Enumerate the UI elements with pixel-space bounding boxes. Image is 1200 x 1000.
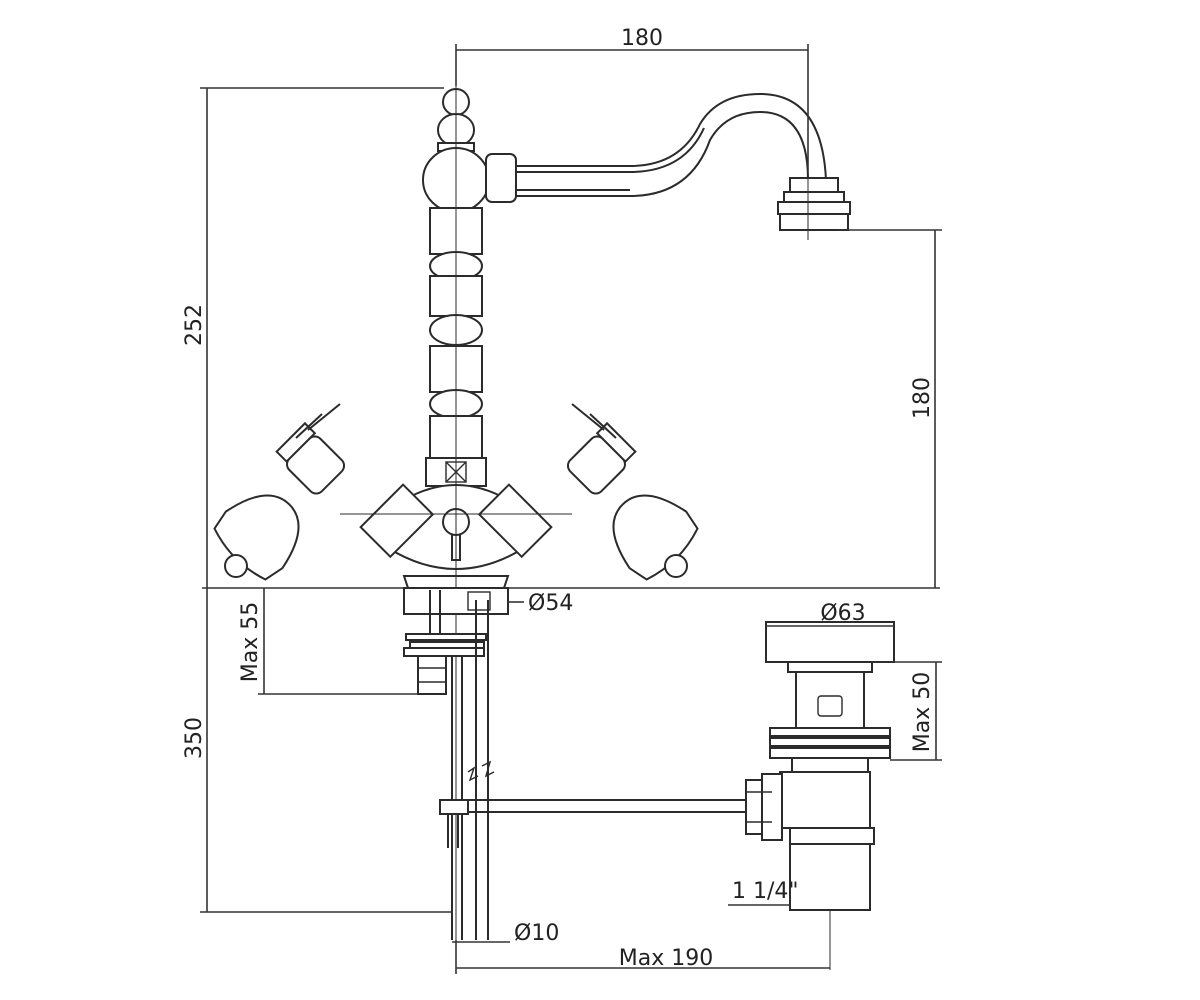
dim-total-height: 252 [182, 304, 207, 346]
right-handle [477, 403, 699, 581]
dimension-lines [200, 44, 942, 974]
spout [516, 92, 851, 231]
dim-max-deck-tap: Max 55 [238, 602, 263, 682]
dim-spout-reach: 180 [621, 26, 663, 51]
dim-max-rod-distance: Max 190 [619, 946, 713, 971]
dim-spout-height: 180 [910, 377, 935, 419]
dim-waste-thread: 1 1/4" [732, 879, 799, 904]
dim-rod-diameter: Ø10 [514, 921, 559, 946]
dim-base-diameter: Ø54 [528, 591, 573, 616]
pop-up-waste [468, 621, 895, 911]
under-deck-fixings [403, 587, 509, 940]
dim-hose-length: 350 [182, 717, 207, 759]
dim-max-deck-waste: Max 50 [910, 672, 935, 752]
left-handle [213, 403, 435, 581]
dim-waste-diameter: Ø63 [820, 601, 865, 626]
